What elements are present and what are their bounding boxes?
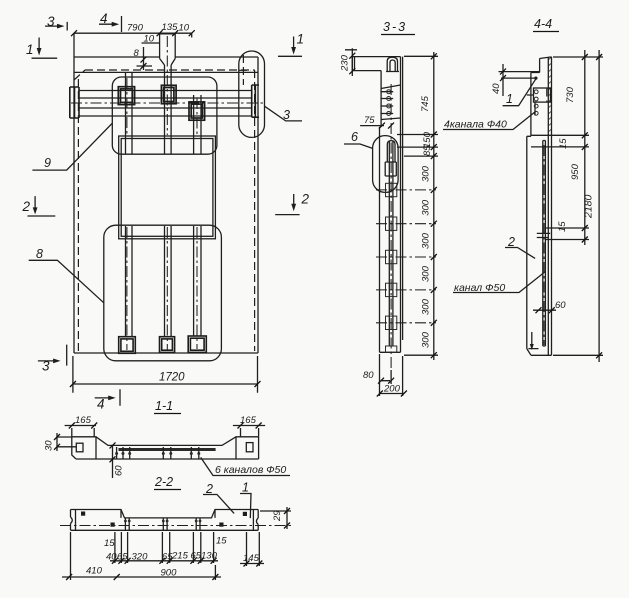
svg-text:1-1: 1-1 [155,399,173,413]
svg-text:300: 300 [421,232,432,249]
svg-text:410: 410 [86,566,103,577]
svg-text:60: 60 [555,300,566,311]
svg-text:200: 200 [383,384,401,395]
svg-text:135: 135 [162,22,179,33]
svg-text:4канала Ф40: 4канала Ф40 [444,119,507,131]
svg-text:1: 1 [506,92,513,106]
svg-text:85: 85 [422,145,433,156]
svg-text:15: 15 [104,538,115,549]
svg-text:165: 165 [240,415,257,426]
svg-text:8: 8 [36,247,43,261]
svg-text:300: 300 [421,165,432,182]
svg-text:1: 1 [297,32,305,47]
svg-text:2: 2 [22,199,31,214]
svg-text:60: 60 [114,465,125,476]
svg-text:2-2: 2-2 [154,475,173,489]
svg-text:15: 15 [557,221,568,232]
svg-text:3: 3 [283,108,290,122]
svg-text:6 каналов Ф50: 6 каналов Ф50 [215,464,286,476]
svg-text:40: 40 [106,552,117,563]
svg-text:4: 4 [100,11,108,26]
svg-text:145: 145 [243,553,260,564]
svg-text:300: 300 [421,298,432,315]
svg-text:300: 300 [421,199,432,216]
svg-text:29: 29 [272,510,283,522]
svg-text:950: 950 [570,163,581,180]
svg-text:9: 9 [44,156,51,170]
svg-text:2: 2 [205,482,213,496]
svg-text:730: 730 [565,86,576,103]
svg-text:745: 745 [420,95,431,112]
svg-text:15: 15 [216,536,227,547]
svg-text:3-3: 3-3 [383,20,407,34]
svg-text:215: 215 [171,551,189,562]
svg-text:2: 2 [301,192,310,207]
svg-text:2: 2 [507,235,515,249]
svg-text:30: 30 [44,440,55,451]
svg-text:65: 65 [117,552,128,563]
svg-text:4-4: 4-4 [534,17,552,31]
svg-text:1: 1 [26,42,34,57]
svg-text:320: 320 [132,552,149,563]
svg-text:130: 130 [201,551,218,562]
svg-text:6: 6 [351,130,358,144]
svg-text:3: 3 [47,14,55,29]
svg-text:230: 230 [340,54,351,72]
svg-text:80: 80 [363,370,374,381]
svg-text:150: 150 [422,131,433,148]
svg-text:300: 300 [421,331,432,348]
svg-text:65: 65 [162,552,173,563]
svg-text:1: 1 [242,481,249,495]
svg-text:3: 3 [42,359,50,374]
svg-text:40: 40 [491,83,502,94]
svg-text:10: 10 [179,23,190,34]
svg-text:1720: 1720 [159,372,185,384]
svg-text:165: 165 [75,415,92,426]
svg-text:2180: 2180 [583,194,595,219]
svg-text:10: 10 [144,34,155,45]
svg-text:900: 900 [161,568,178,579]
svg-text:65: 65 [191,551,202,562]
svg-text:300: 300 [421,265,432,282]
svg-text:4: 4 [97,397,105,412]
svg-text:8: 8 [134,48,140,59]
svg-text:790: 790 [127,23,144,34]
svg-text:канал Ф50: канал Ф50 [454,282,505,294]
svg-text:15: 15 [558,138,569,149]
svg-text:75: 75 [364,115,375,126]
